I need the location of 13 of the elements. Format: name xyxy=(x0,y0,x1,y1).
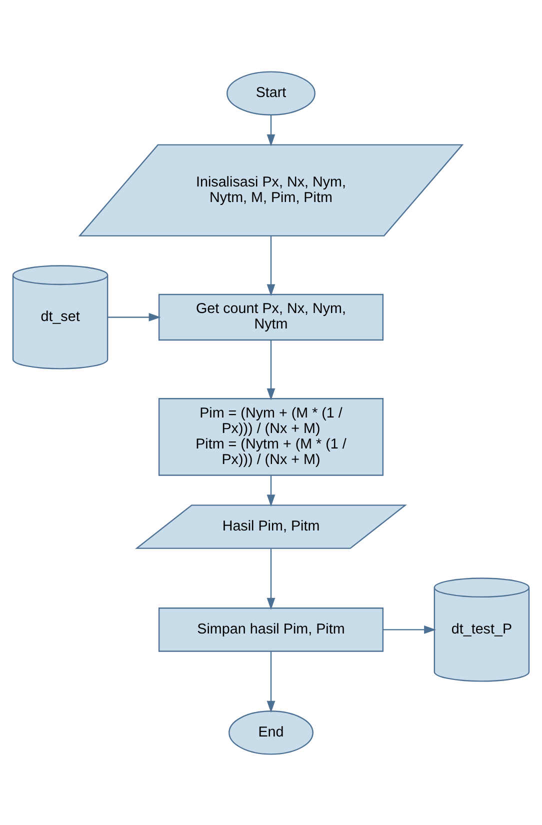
arrow xyxy=(266,475,276,506)
arrow xyxy=(266,651,276,712)
node-ellipse: End xyxy=(228,710,314,754)
arrow xyxy=(108,312,161,321)
arrow xyxy=(266,548,276,610)
node-ellipse: Start xyxy=(226,70,316,115)
node-box: Get count Px, Nx, Nym, Nytm xyxy=(158,293,384,340)
arrow xyxy=(382,625,436,634)
node-box: Simpan hasil Pim, Pitm xyxy=(158,607,384,652)
arrow xyxy=(266,114,276,146)
node-box: Pim = (Nym + (M * (1 / Px))) / (Nx + M) Pitm = (Nytm + (M * (1 / Px))) / (Nx + M) xyxy=(158,398,384,476)
arrow xyxy=(266,340,276,400)
arrow xyxy=(266,236,276,296)
